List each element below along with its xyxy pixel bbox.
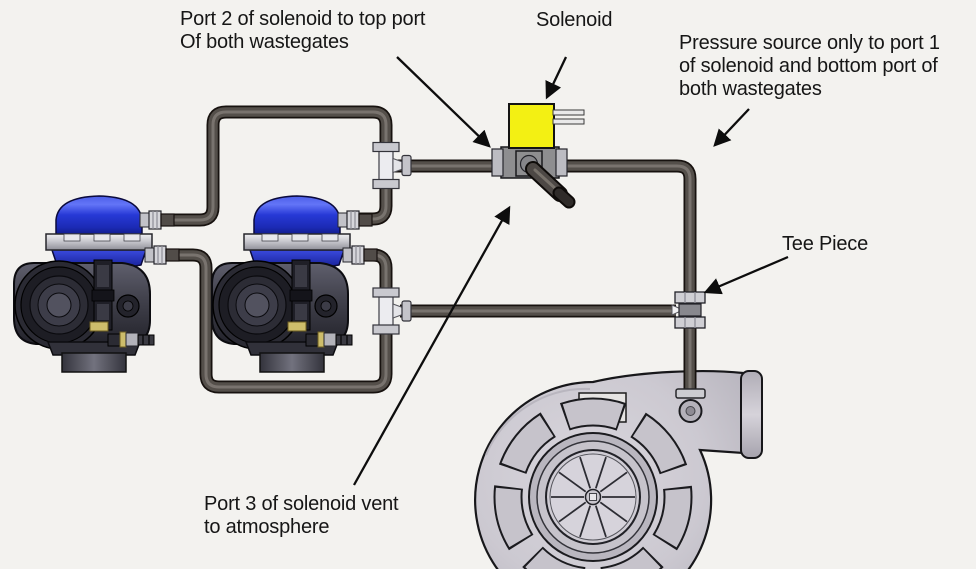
solenoid-vent-port	[525, 161, 576, 209]
turbocharger	[474, 369, 763, 569]
upper-hose-tee	[372, 141, 412, 190]
label-pressure-source: Pressure source only to port 1 of soleno…	[679, 32, 940, 100]
solenoid-coil	[508, 103, 555, 149]
turbo-slot-openings	[493, 397, 693, 569]
label-solenoid: Solenoid	[536, 9, 613, 31]
solenoid-valve	[491, 103, 585, 209]
annotation-arrows	[352, 56, 789, 486]
label-tee-piece: Tee Piece	[782, 233, 869, 255]
solenoid-electrical-prongs	[552, 109, 585, 125]
turbo-pressure-port	[675, 388, 706, 423]
tee-piece	[671, 291, 706, 329]
compressor-wheel	[528, 432, 658, 562]
lower-hose-tee	[372, 287, 412, 335]
arrow-port2-to-solenoid	[396, 56, 491, 148]
turbo-outlet-flange	[740, 370, 763, 459]
wastegate-right-top-port	[337, 210, 373, 230]
label-port3-vent: Port 3 of solenoid vent to atmosphere	[204, 493, 399, 538]
label-port2: Port 2 of solenoid to top port Of both w…	[180, 8, 426, 53]
arrow-tee-piece	[703, 255, 789, 295]
wastegate-left-top-port	[139, 210, 175, 230]
wastegate-left-bottom-port	[144, 245, 180, 265]
arrow-pressure-source	[713, 108, 750, 147]
wastegate-right-bottom-port	[342, 245, 378, 265]
arrow-solenoid	[545, 56, 568, 100]
arrow-port3-vent	[352, 205, 511, 486]
wastegate-left	[13, 195, 155, 373]
wastegate-right	[211, 195, 353, 373]
